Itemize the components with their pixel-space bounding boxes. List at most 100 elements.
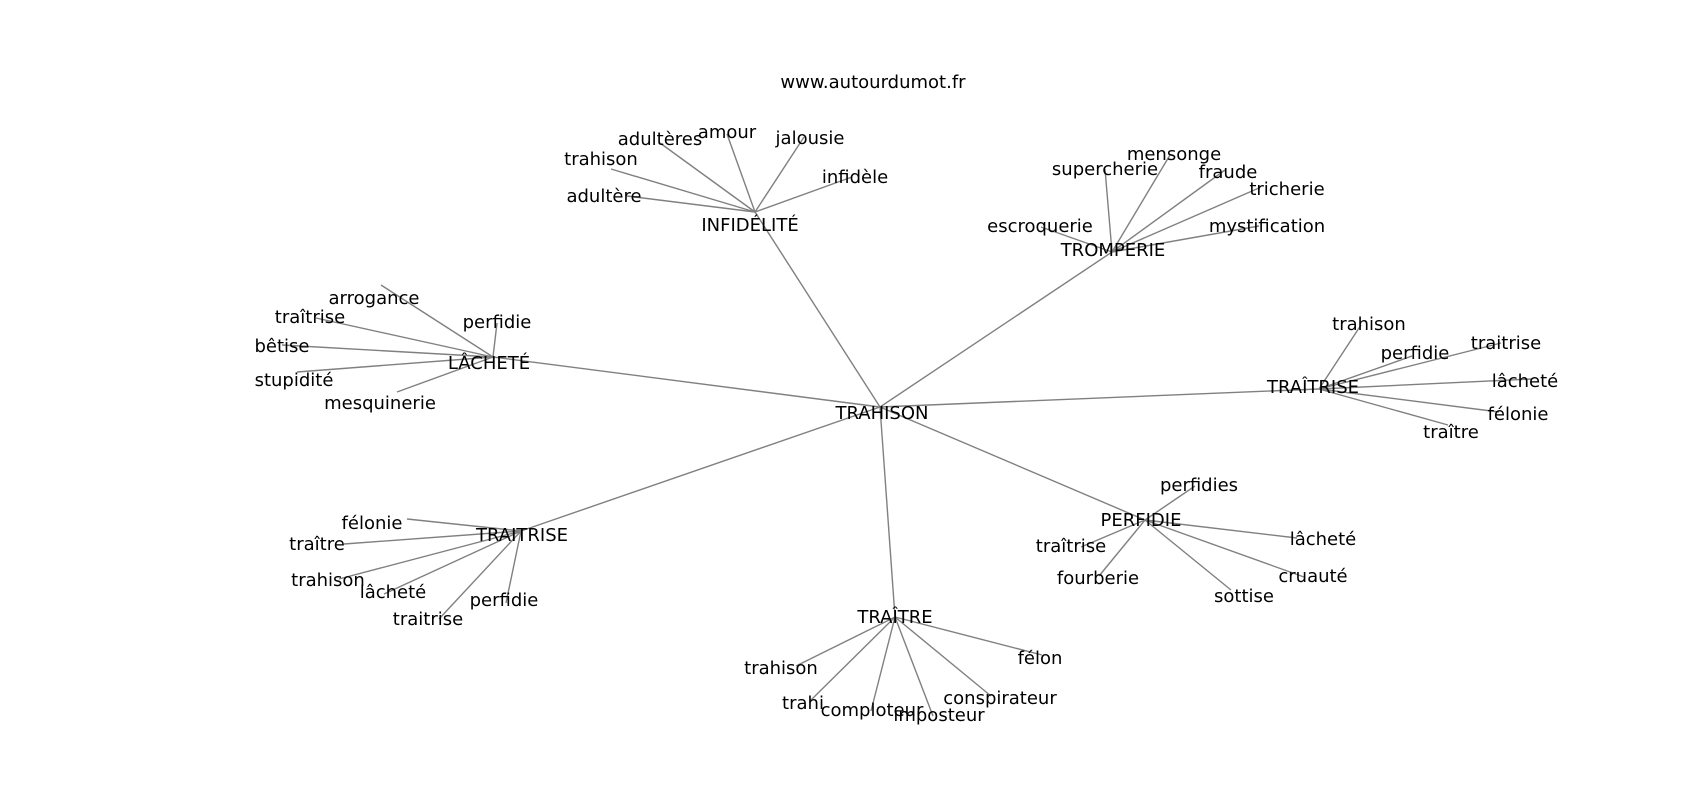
leaf-word: escroquerie — [987, 216, 1093, 237]
edge-hub-leaf — [754, 176, 853, 213]
edge-hub-leaf — [338, 530, 522, 580]
edge-hub-leaf — [894, 616, 934, 717]
edge-hub-leaf — [383, 530, 522, 595]
edge-hub-leaf — [1318, 355, 1413, 390]
hub-word: TRAITRISE — [475, 525, 568, 546]
root-word: TRAHISON — [835, 403, 929, 424]
leaf-word: stupidité — [255, 370, 334, 391]
leaf-word: trahison — [291, 570, 365, 591]
leaf-word: jalousie — [775, 128, 845, 149]
edge-hub-leaf — [894, 616, 1043, 656]
hub-word: PERFIDIE — [1101, 510, 1182, 531]
edge-hub-leaf — [1318, 388, 1500, 413]
leaf-word: adultère — [566, 186, 641, 207]
leaf-word: traître — [1423, 422, 1479, 443]
leaf-word: traitrise — [393, 609, 463, 630]
edge-hub-leaf — [438, 530, 522, 620]
site-url: www.autourdumot.fr — [780, 72, 966, 93]
edge-hub-leaf — [1098, 519, 1146, 577]
edge-hub-leaf — [795, 616, 896, 667]
edge-hub-leaf — [1318, 342, 1502, 390]
edge-hub-leaf — [396, 356, 494, 393]
edge-hub-leaf — [726, 133, 756, 213]
leaf-word: lâcheté — [1290, 529, 1357, 550]
leaf-word: amour — [698, 122, 757, 143]
leaf-word: traîtrise — [275, 307, 345, 328]
hub-word: TRAÎTRE — [856, 606, 932, 628]
leaf-word: perfidie — [463, 312, 532, 333]
edge-hub-leaf — [406, 518, 522, 532]
edge-hub-leaf — [1144, 519, 1305, 578]
leaf-word: perfidie — [1381, 343, 1450, 364]
edge-root-hub — [879, 406, 896, 618]
leaf-word: lâcheté — [360, 582, 427, 603]
leaf-word: bêtise — [254, 336, 309, 357]
edge-hub-leaf — [1144, 485, 1196, 521]
leaf-word: conspirateur — [943, 688, 1057, 709]
edge-hub-leaf — [1080, 519, 1146, 548]
edge-hub-leaf — [343, 530, 522, 545]
edge-hub-leaf — [659, 142, 756, 213]
leaf-word: félon — [1018, 648, 1063, 669]
edge-hub-leaf — [1111, 154, 1171, 253]
edge-root-hub — [879, 406, 1146, 521]
edge-hub-leaf — [894, 616, 992, 697]
leaf-word: trahison — [744, 658, 818, 679]
edge-hub-leaf — [1144, 519, 1232, 591]
leaf-word: mensonge — [1127, 144, 1221, 165]
leaf-word: infidèle — [822, 167, 888, 188]
edge-hub-leaf — [1111, 169, 1226, 253]
hub-word: TROMPERIE — [1060, 240, 1166, 261]
edge-hub-leaf — [505, 530, 522, 604]
hub-word: INFIDÉLITÉ — [701, 214, 798, 236]
edge-hub-leaf — [492, 322, 498, 358]
edge-hub-leaf — [1318, 378, 1533, 390]
leaf-word: mystification — [1209, 216, 1325, 237]
leaf-word: tricherie — [1249, 179, 1324, 200]
leaf-word: sottise — [1214, 586, 1274, 607]
edge-root-hub — [754, 211, 881, 408]
leaf-word: adultères — [618, 129, 702, 150]
edge-hub-leaf — [1318, 388, 1449, 426]
edge-hub-leaf — [610, 168, 756, 213]
edge-root-hub — [879, 388, 1320, 408]
hub-word: LÂCHETÉ — [448, 352, 530, 374]
edges — [281, 133, 1533, 717]
leaf-word: imposteur — [893, 705, 985, 726]
edge-root-hub — [879, 251, 1113, 408]
leaf-word: traître — [289, 534, 345, 555]
edge-hub-leaf — [296, 356, 494, 373]
edge-hub-leaf — [1318, 324, 1362, 390]
leaf-word: fourberie — [1057, 568, 1139, 589]
edge-hub-leaf — [870, 616, 896, 712]
edge-hub-leaf — [754, 136, 805, 213]
edge-hub-leaf — [1144, 519, 1298, 539]
edge-hub-leaf — [1111, 187, 1260, 253]
edge-root-hub — [492, 356, 881, 408]
leaf-word: trahison — [1332, 314, 1406, 335]
leaf-word: félonie — [342, 513, 403, 534]
leaf-word: lâcheté — [1492, 371, 1559, 392]
leaf-word: arrogance — [329, 288, 420, 309]
leaf-word: perfidie — [470, 590, 539, 611]
edge-hub-leaf — [1104, 168, 1113, 253]
leaf-word: comploteur — [821, 700, 924, 721]
edge-hub-leaf — [380, 284, 494, 358]
leaf-word: traîtrise — [1036, 536, 1106, 557]
leaf-word: supercherie — [1052, 159, 1158, 180]
edge-hub-leaf — [809, 616, 896, 702]
edge-hub-leaf — [281, 344, 494, 358]
edge-hub-leaf — [1040, 226, 1113, 253]
edge-hub-leaf — [626, 195, 756, 213]
leaf-word: traitrise — [1471, 333, 1541, 354]
edge-hub-leaf — [1111, 225, 1260, 253]
edge-root-hub — [520, 406, 881, 532]
leaf-word: perfidies — [1160, 475, 1238, 496]
leaf-word: cruauté — [1278, 566, 1347, 587]
leaf-word: mesquinerie — [324, 393, 436, 414]
hub-word: TRAÎTRISE — [1266, 376, 1359, 398]
leaf-word: trahison — [564, 149, 638, 170]
leaf-word: félonie — [1488, 404, 1549, 425]
